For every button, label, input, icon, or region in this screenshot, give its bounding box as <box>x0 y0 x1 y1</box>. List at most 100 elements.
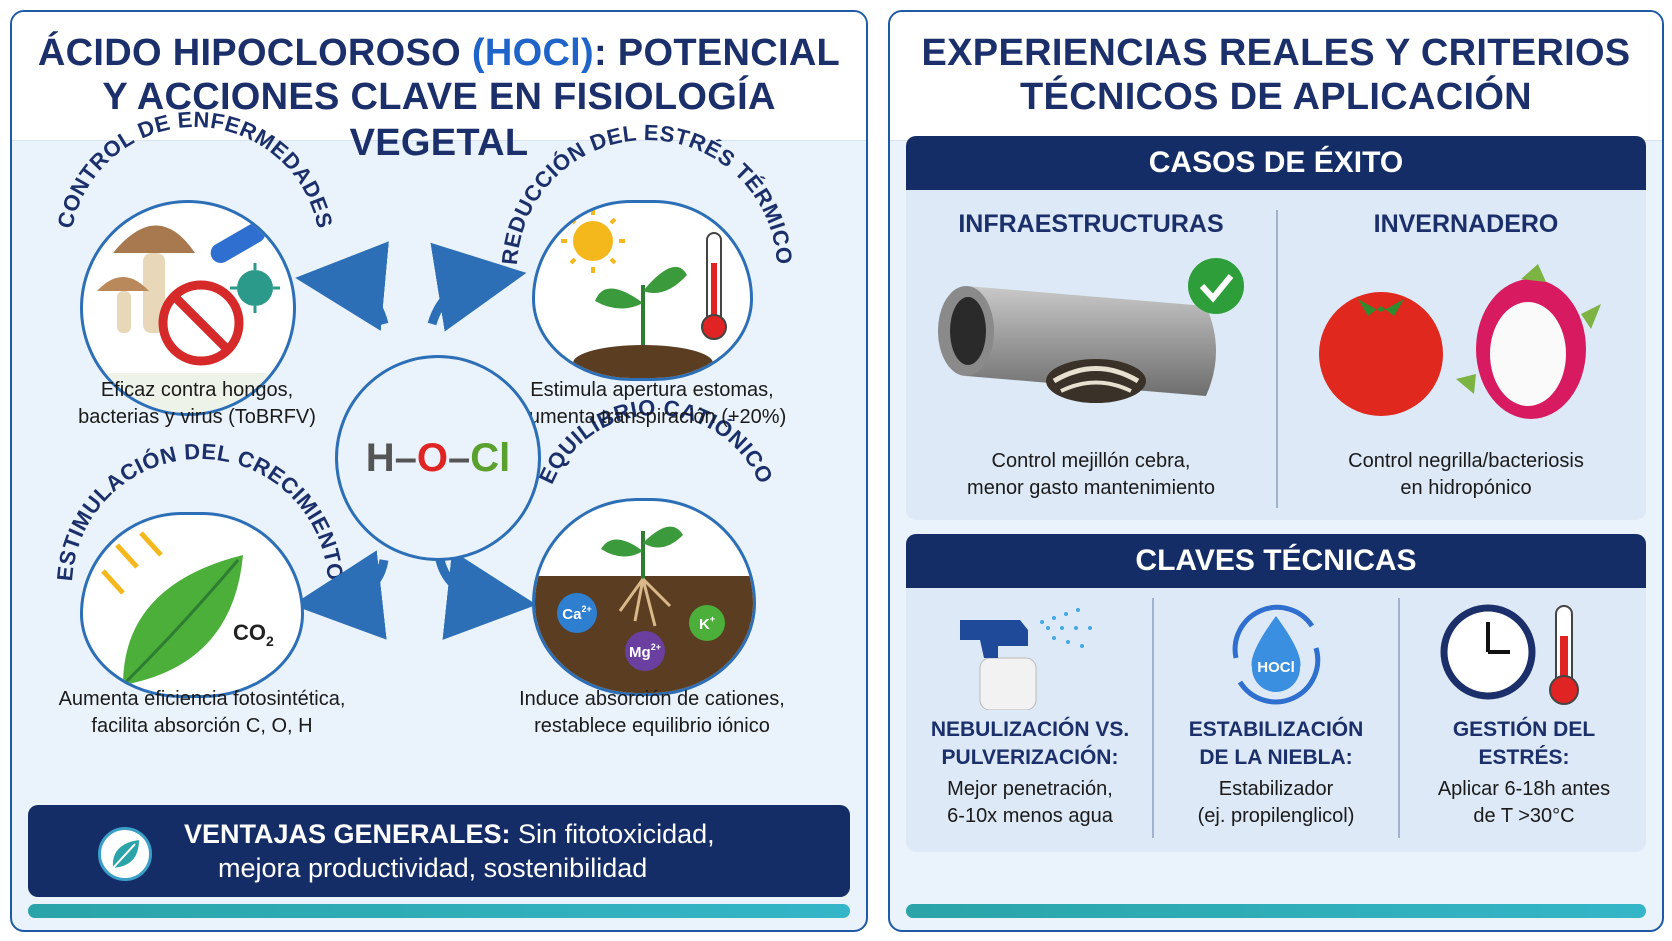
light-arrows-icon <box>101 531 163 595</box>
molecule-formula: H–O–Cl <box>338 436 538 481</box>
oxygen-atom: O <box>416 436 448 480</box>
chlorine-atom: Cl <box>470 436 511 480</box>
checkmark-icon <box>1188 258 1244 314</box>
caption-line: (ej. propilenglicol) <box>1197 805 1355 827</box>
caption-line: Induce absorción de cationes, <box>519 688 785 710</box>
left-title-line2: Y ACCIONES CLAVE EN FISIOLOGÍA VEGETAL <box>102 76 776 164</box>
growth-illustration: CO2 <box>80 512 304 698</box>
arrow-icon <box>435 550 537 640</box>
svg-text:Mg2+: Mg2+ <box>629 642 661 661</box>
arrow-icon <box>292 550 389 640</box>
spray-bottle-icon <box>960 608 1092 710</box>
plant-icon <box>595 266 687 353</box>
claves-section: CLAVES TÉCNICAS NEBULIZACIÓN VS. PULVERI… <box>906 534 1646 852</box>
dragon-fruit-icon <box>1456 264 1601 419</box>
key-title-line: ESTRÉS: <box>1478 746 1570 769</box>
arrow-icon <box>295 241 389 331</box>
svg-text:K+: K+ <box>699 614 715 633</box>
clock-thermometer-icon <box>1440 604 1579 705</box>
leaf-icon <box>98 827 152 881</box>
right-title-line2: TÉCNICOS DE APLICACIÓN <box>1020 76 1532 118</box>
bottom-accent-bar <box>906 904 1646 918</box>
arrow-icon <box>427 242 527 332</box>
estabilizacion-caption: Estabilizador (ej. propilenglicol) <box>1158 776 1394 830</box>
svg-text:Ca2+: Ca2+ <box>562 604 591 623</box>
divider <box>1152 598 1154 838</box>
thermometer-icon <box>1549 605 1579 705</box>
disease-control-illustration <box>80 200 296 416</box>
title-text: : POTENCIAL <box>594 32 841 74</box>
virus-icon <box>237 270 273 306</box>
caption-estres: Estimula apertura estomas, aumenta trans… <box>502 377 802 431</box>
magnesium-ion-icon: Mg2+ <box>625 631 665 671</box>
ventajas-label: VENTAJAS GENERALES: <box>184 819 511 849</box>
drop-label: HOCl <box>1257 659 1295 676</box>
hocl-drop-icon: HOCl <box>1232 604 1321 705</box>
cation-illustration: Ca2+ Mg2+ K+ <box>532 498 756 696</box>
gestion-title: GESTIÓN DEL ESTRÉS: <box>1404 716 1644 772</box>
key-title-line: PULVERIZACIÓN: <box>941 746 1119 769</box>
ventajas-line: Sin fitotoxicidad, <box>510 819 715 849</box>
title-text: ÁCIDO HIPOCLOROSO <box>37 32 472 74</box>
caption-line: Control negrilla/bacteriosis <box>1348 450 1584 472</box>
fruits-illustration <box>1319 264 1601 419</box>
left-title-band: ÁCIDO HIPOCLOROSO (HOCl): POTENCIAL Y AC… <box>12 12 866 164</box>
key-title-line: GESTIÓN DEL <box>1452 718 1596 741</box>
estabilizacion-title: ESTABILIZACIÓN DE LA NIEBLA: <box>1158 716 1394 772</box>
divider <box>1398 598 1400 838</box>
invernadero-title: INVERNADERO <box>1373 210 1559 238</box>
sun-icon <box>561 209 625 273</box>
caption-line: Aumenta eficiencia fotosintética, <box>58 688 346 710</box>
key-title-line: ESTABILIZACIÓN <box>1188 718 1364 741</box>
infraestructuras-caption: Control mejillón cebra, menor gasto mant… <box>916 448 1266 502</box>
caption-line: aumenta transpiración (+20%) <box>517 406 787 428</box>
caption-line: menor gasto mantenimiento <box>967 477 1215 499</box>
caption-line: en hidropónico <box>1400 477 1532 499</box>
invernadero-caption: Control negrilla/bacteriosis en hidropón… <box>1286 448 1646 502</box>
pipe-icon <box>966 286 1216 396</box>
caption-line: Control mejillón cebra, <box>991 450 1191 472</box>
caption-line: Estimula apertura estomas, <box>530 379 774 401</box>
caption-line: Mejor penetración, <box>947 778 1113 800</box>
caption-line: Estabilizador <box>1218 778 1334 800</box>
caption-line: bacterias y virus (ToBRFV) <box>78 406 316 428</box>
nebulizacion-caption: Mejor penetración, 6-10x menos agua <box>912 776 1148 830</box>
thermometer-icon <box>701 232 727 340</box>
bond: – <box>394 436 417 480</box>
right-panel: EXPERIENCIAS REALES Y CRITERIOS TÉCNICOS… <box>888 10 1664 932</box>
key-title-line: DE LA NIEBLA: <box>1199 746 1353 769</box>
casos-section: CASOS DE ÉXITO INFRAESTRUCTURAS <box>906 136 1646 520</box>
co2-label: CO2 <box>233 620 274 649</box>
mushroom-icon <box>113 225 195 253</box>
bond: – <box>448 436 471 480</box>
left-panel: ÁCIDO HIPOCLOROSO (HOCl): POTENCIAL Y AC… <box>10 10 868 932</box>
right-title-band: EXPERIENCIAS REALES Y CRITERIOS TÉCNICOS… <box>890 12 1662 141</box>
key-title-line: NEBULIZACIÓN VS. <box>930 718 1130 741</box>
hydrogen-atom: H <box>365 436 395 480</box>
caption-line: 6-10x menos agua <box>947 805 1113 827</box>
caption-cationico: Induce absorción de cationes, restablece… <box>482 686 822 740</box>
left-title-line1: ÁCIDO HIPOCLOROSO (HOCl): POTENCIAL <box>12 30 866 76</box>
caption-control: Eficaz contra hongos, bacterias y virus … <box>52 377 342 431</box>
caption-line: de T >30°C <box>1473 805 1575 827</box>
plant-icon <box>601 526 683 627</box>
caption-line: facilita absorción C, O, H <box>91 715 313 737</box>
caption-crecimiento: Aumenta eficiencia fotosintética, facili… <box>42 686 362 740</box>
bottom-accent-bar <box>28 904 850 918</box>
hocl-molecule: H–O–Cl <box>335 355 541 561</box>
calcium-ion-icon: Ca2+ <box>557 593 597 633</box>
ventajas-line: mejora productividad, sostenibilidad <box>218 853 648 883</box>
right-title-line1: EXPERIENCIAS REALES Y CRITERIOS <box>921 32 1631 74</box>
nebulizacion-title: NEBULIZACIÓN VS. PULVERIZACIÓN: <box>912 716 1148 772</box>
pipe-mussel-illustration <box>938 258 1244 403</box>
infraestructuras-title: INFRAESTRUCTURAS <box>958 210 1224 238</box>
soil-icon <box>573 345 713 378</box>
bacteria-icon <box>210 222 266 263</box>
potassium-ion-icon: K+ <box>689 605 725 641</box>
caption-line: restablece equilibrio iónico <box>534 715 770 737</box>
divider <box>1276 210 1278 508</box>
title-highlight: (HOCl) <box>471 32 594 74</box>
gestion-caption: Aplicar 6-18h antes de T >30°C <box>1404 776 1644 830</box>
mussel-icon <box>1046 359 1146 403</box>
casos-heading: CASOS DE ÉXITO <box>906 136 1646 190</box>
